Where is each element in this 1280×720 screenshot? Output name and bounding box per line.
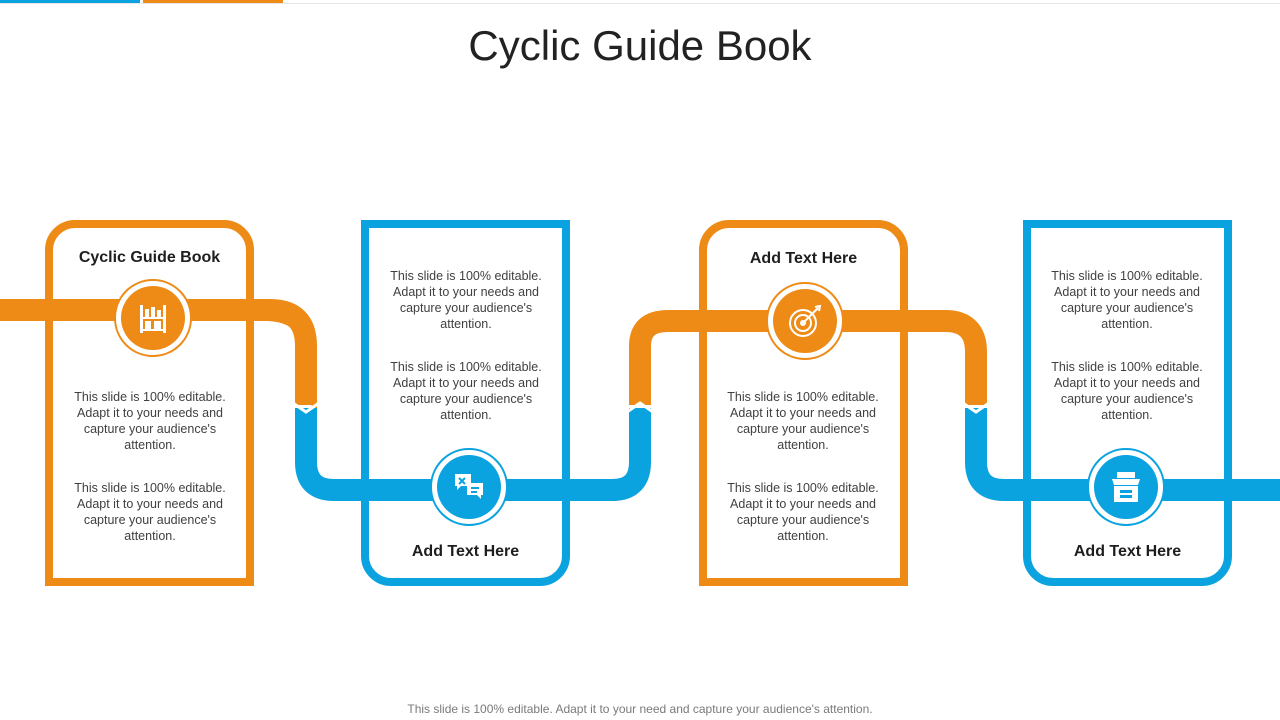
- flow-segment-4-bar: [965, 408, 1280, 501]
- card-4-paragraph-1: This slide is 100% editable. Adapt it to…: [1051, 269, 1203, 331]
- top-rule: [0, 3, 1280, 4]
- card-3-icon-circle: [766, 282, 844, 360]
- card-4-paragraph-2: This slide is 100% editable. Adapt it to…: [1051, 360, 1203, 422]
- card-4-border-overlay-left: [1023, 470, 1031, 510]
- card-2-border-overlay-right: [562, 470, 570, 510]
- card-3-paragraph-1: This slide is 100% editable. Adapt it to…: [727, 390, 879, 452]
- footer-note: This slide is 100% editable. Adapt it to…: [407, 702, 873, 716]
- card-1-heading: Cyclic Guide Book: [78, 249, 221, 266]
- card-4-icon-circle: [1087, 448, 1165, 526]
- card-2-border-overlay-left: [361, 470, 369, 510]
- card-1-paragraph-2: This slide is 100% editable. Adapt it to…: [74, 481, 226, 543]
- card-3-heading: Add Text Here: [749, 250, 858, 267]
- shelf-icon: [121, 286, 185, 350]
- card-2-paragraph-2: This slide is 100% editable. Adapt it to…: [390, 360, 542, 422]
- page-title: Cyclic Guide Book: [468, 22, 812, 69]
- card-4-border-overlay-right: [1224, 470, 1232, 510]
- notch-3: [962, 401, 990, 414]
- card-3-paragraph-2: This slide is 100% editable. Adapt it to…: [727, 481, 879, 543]
- card-1-paragraph-1: This slide is 100% editable. Adapt it to…: [74, 390, 226, 452]
- target-icon: [773, 289, 837, 353]
- card-2-icon-circle: [430, 448, 508, 526]
- top-accent-orange: [143, 0, 283, 4]
- card-1-icon-circle: [114, 279, 192, 357]
- top-accent-blue: [0, 0, 140, 4]
- card-3-border-overlay-left: [699, 300, 707, 340]
- notch-2: [626, 401, 654, 414]
- notch-1: [292, 401, 320, 414]
- card-1-border-overlay-left: [45, 300, 53, 340]
- card-3-border-overlay-right: [900, 300, 908, 340]
- card-2-heading: Add Text Here: [411, 543, 520, 560]
- card-1-border-overlay-right: [246, 300, 254, 340]
- card-4-heading: Add Text Here: [1073, 543, 1182, 560]
- shop-icon: [1094, 455, 1158, 519]
- card-2-paragraph-1: This slide is 100% editable. Adapt it to…: [390, 269, 542, 331]
- chat-icon: [437, 455, 501, 519]
- card-3: [699, 220, 908, 586]
- flow-segment-1-bar: [0, 299, 317, 405]
